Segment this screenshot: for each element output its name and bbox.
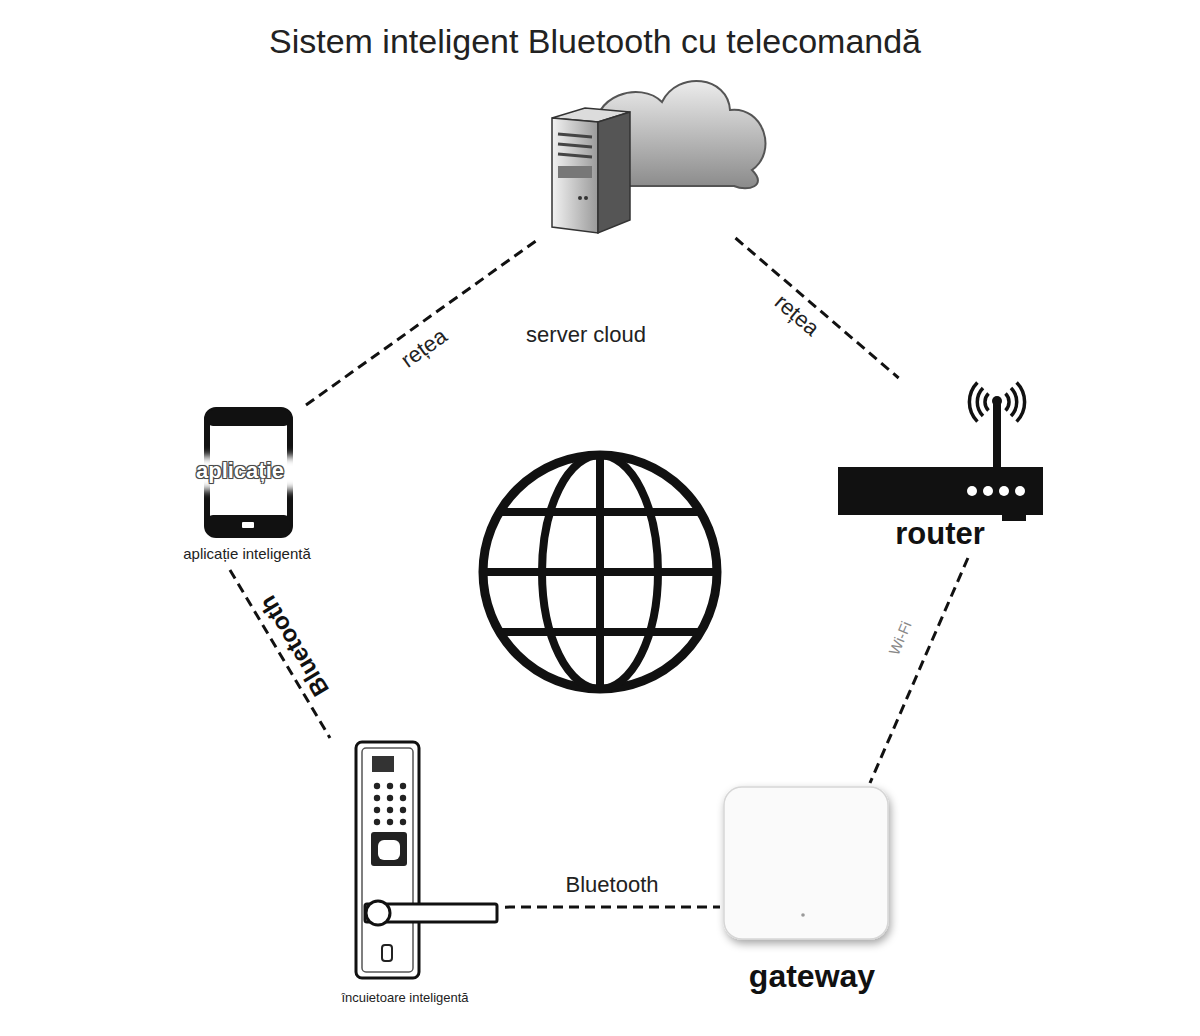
globe-latitude <box>500 628 700 636</box>
lock-display <box>372 756 394 772</box>
radio-wave <box>1006 394 1010 411</box>
node-caption: gateway <box>722 958 902 995</box>
edge-label: Bluetooth <box>253 591 334 701</box>
node-caption: încuietoare inteligentă <box>305 991 505 1006</box>
edge-label: Bluetooth <box>566 872 659 897</box>
phone-bottom-bezel <box>207 515 290 535</box>
radio-wave <box>985 394 989 411</box>
keyhole <box>382 945 392 961</box>
server-slot <box>558 144 592 147</box>
lock-plate <box>356 742 419 978</box>
server-slot <box>558 134 592 137</box>
fingerprint-sensor <box>378 840 400 860</box>
handle-hub <box>366 901 390 925</box>
key <box>374 807 380 813</box>
server-bay <box>558 166 592 178</box>
edge-label: rețea <box>770 289 825 341</box>
key <box>400 819 406 825</box>
key <box>387 807 393 813</box>
gateway-body <box>724 787 888 939</box>
radio-wave <box>1011 388 1017 416</box>
globe-latitude <box>500 508 700 516</box>
server-slot <box>558 154 592 157</box>
antenna-tip <box>992 396 1002 406</box>
dashed-connector <box>736 238 899 378</box>
server-led <box>584 196 588 200</box>
router-led <box>1015 486 1025 496</box>
key <box>374 819 380 825</box>
gateway-led <box>801 913 805 917</box>
key <box>400 783 406 789</box>
key <box>374 783 380 789</box>
phone-button <box>242 522 254 528</box>
radio-wave <box>969 382 977 421</box>
fingerprint-frame <box>371 832 407 866</box>
diagram-title: Sistem inteligent Bluetooth cu telecoman… <box>0 22 1190 61</box>
node-caption: server cloud <box>506 322 666 347</box>
dashed-connector <box>306 238 540 405</box>
node-caption: router <box>870 516 1010 552</box>
key <box>387 795 393 801</box>
key <box>400 795 406 801</box>
smart-lock-node: încuietoare inteligentă <box>330 738 505 1013</box>
router-led <box>967 486 977 496</box>
edge-label: rețea <box>396 323 452 373</box>
router-led <box>999 486 1009 496</box>
app-node: aplicație aplicație inteligentă <box>150 405 345 570</box>
key <box>374 795 380 801</box>
screen-label: aplicație <box>180 458 300 483</box>
lock-icon <box>356 742 497 978</box>
phone-top-bezel <box>207 410 290 426</box>
router-icon <box>838 382 1043 521</box>
router-foot <box>1002 515 1026 521</box>
key <box>387 819 393 825</box>
lock-keypad <box>374 783 406 825</box>
key <box>387 783 393 789</box>
gateway-icon <box>724 787 888 939</box>
radio-wave <box>977 388 983 416</box>
edge-label: Wi-Fi <box>885 619 915 658</box>
globe-icon <box>483 455 717 689</box>
cloud-server-node: server cloud <box>540 78 770 238</box>
cloud-server-icon <box>552 81 765 233</box>
server-led <box>578 196 582 200</box>
gateway-node: gateway <box>720 783 895 998</box>
server-side <box>598 112 630 233</box>
router-antenna <box>993 400 1001 470</box>
dashed-connector <box>505 906 720 909</box>
radio-wave <box>1017 382 1025 421</box>
key <box>400 807 406 813</box>
router-led <box>983 486 993 496</box>
lock-inner-plate <box>362 748 413 972</box>
dashed-connector <box>870 558 968 783</box>
globe-outline <box>483 455 717 689</box>
server-front <box>552 118 598 233</box>
router-node: router <box>835 378 1047 558</box>
globe-equator <box>483 568 717 576</box>
router-body <box>838 467 1043 515</box>
node-caption: aplicație inteligentă <box>147 545 347 562</box>
